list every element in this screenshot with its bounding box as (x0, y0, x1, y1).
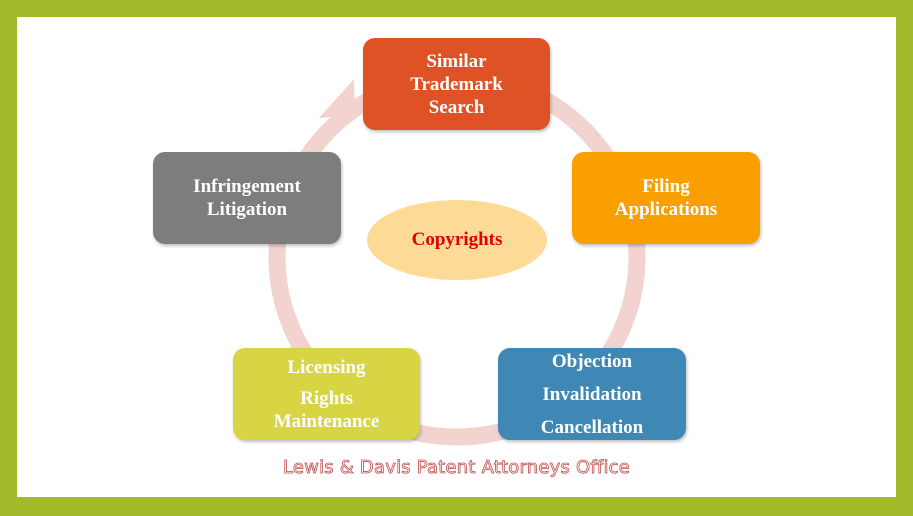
step-licensing-rights-maintenance: Licensing Rights Maintenance (233, 348, 420, 440)
step-label-line: Infringement (193, 176, 301, 197)
step-label-line: Cancellation (540, 416, 644, 438)
step-label-line: Applications (614, 199, 718, 220)
step-label-line: Search (428, 96, 485, 118)
step-label-line: Rights (300, 387, 353, 409)
step-label-line: Maintenance (273, 410, 380, 432)
step-label-line: Filing (642, 176, 690, 197)
cycle-arrowhead (319, 79, 355, 118)
step-similar-trademark-search: Similar Trademark Search (363, 38, 550, 130)
step-label-line: Objection (551, 350, 633, 372)
step-label-line: Similar (426, 50, 487, 72)
diagram-canvas: Similar Trademark Search Filing Applicat… (17, 17, 896, 497)
step-objection-invalidation-cancellation: Objection Invalidation Cancellation (498, 348, 686, 440)
step-filing-applications: Filing Applications (572, 152, 760, 244)
step-infringement-litigation: Infringement Litigation (153, 152, 341, 244)
step-label-line: Licensing (287, 356, 366, 378)
center-label: Copyrights (411, 229, 503, 250)
center-copyrights: Copyrights (367, 200, 547, 280)
step-label-line: Trademark (410, 73, 503, 95)
step-label-line: Invalidation (542, 383, 642, 405)
footer-attribution: Lewis & Davis Patent Attorneys Office (282, 457, 631, 479)
step-label-line: Litigation (206, 199, 288, 220)
